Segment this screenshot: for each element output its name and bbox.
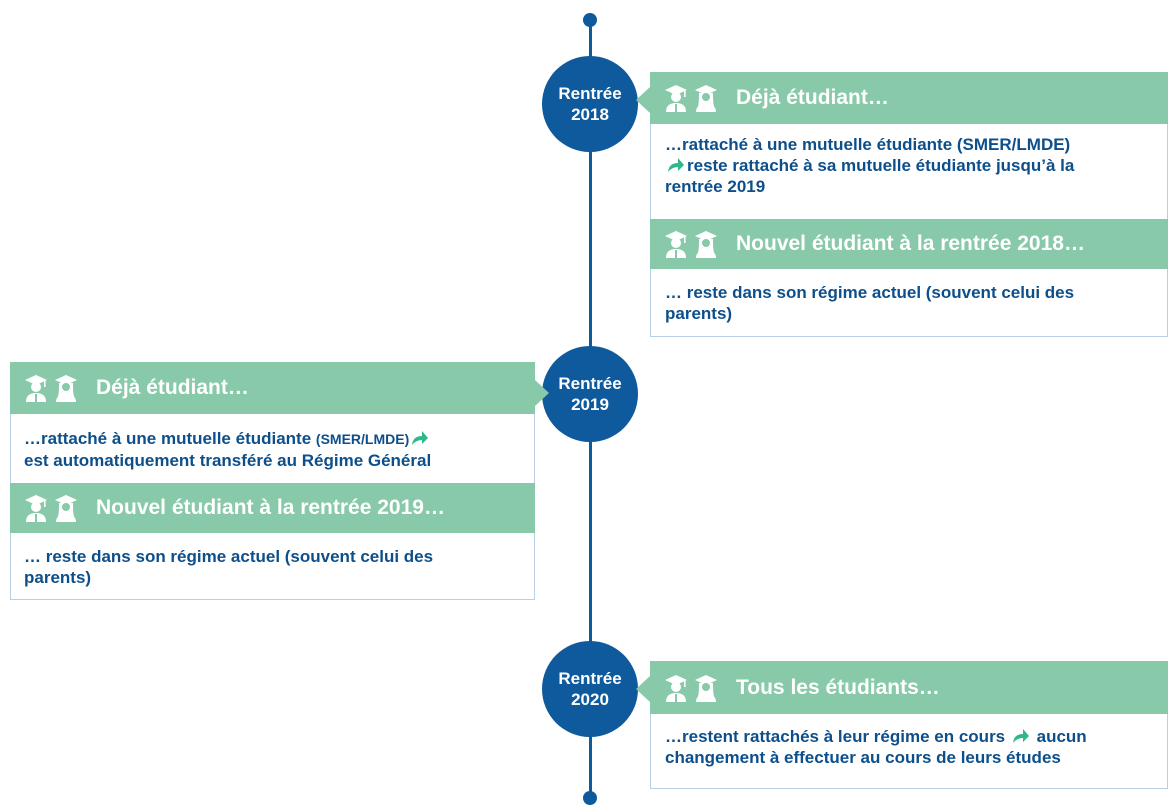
card-2018-pointer: [636, 87, 650, 113]
student-male-icon: [25, 495, 47, 522]
milestone-label-line2: 2018: [571, 105, 609, 124]
student-female-icon: [695, 674, 717, 702]
card-2019-header-2: Nouvel étudiant à la rentrée 2019…: [10, 483, 535, 533]
card-2018-header-1: Déjà étudiant…: [650, 72, 1168, 124]
text-line: rentrée 2019: [665, 177, 766, 196]
card-2019-header-1-label: Déjà étudiant…: [96, 376, 249, 399]
text-line: … reste dans son régime actuel (souvent …: [24, 547, 434, 566]
text-line: …rattaché à une mutuelle étudiante (SMER…: [665, 135, 1071, 154]
text-line: parents): [665, 304, 733, 323]
card-2019-text-1: …rattaché à une mutuelle étudiante (SMER…: [24, 428, 431, 471]
card-2019-header-2-label: Nouvel étudiant à la rentrée 2019…: [96, 496, 445, 519]
milestone-2020: Rentrée 2020: [542, 641, 638, 737]
milestone-label-line1: Rentrée: [558, 84, 622, 103]
arrow-right-icon: [1012, 729, 1029, 743]
card-2018-header-1-label: Déjà étudiant…: [736, 86, 889, 109]
small-text: (SMER/LMDE): [315, 431, 410, 447]
student-male-icon: [665, 85, 687, 112]
text-line: changement à effectuer au cours de leurs…: [665, 748, 1061, 767]
student-female-icon: [55, 375, 77, 402]
text-line: … reste dans son régime actuel (souvent …: [665, 283, 1075, 302]
milestone-label-line1: Rentrée: [558, 669, 622, 688]
milestone-label-line1: Rentrée: [558, 374, 622, 393]
text-line: est automatiquement transféré au Régime …: [24, 451, 432, 470]
student-male-icon: [25, 375, 47, 402]
timeline-start-dot: [583, 13, 597, 27]
card-2020-pointer: [636, 676, 650, 702]
arrow-right-icon: [412, 431, 429, 445]
card-2018-header-2-label: Nouvel étudiant à la rentrée 2018…: [736, 232, 1085, 255]
student-male-icon: [665, 674, 687, 702]
student-male-icon: [665, 231, 687, 258]
card-2020-text-1: …restent rattachés à leur régime en cour…: [665, 726, 1087, 768]
card-2019-pointer: [535, 380, 549, 406]
text-line: parents): [24, 568, 92, 587]
card-2019-header-1: Déjà étudiant…: [10, 362, 535, 414]
timeline-end-dot: [583, 791, 597, 805]
milestone-label-line2: 2020: [571, 690, 609, 709]
card-2018-text-1: …rattaché à une mutuelle étudiante (SMER…: [665, 134, 1074, 197]
card-2019-text-2: … reste dans son régime actuel (souvent …: [24, 546, 433, 588]
card-2018-text-2: … reste dans son régime actuel (souvent …: [665, 282, 1074, 324]
card-2018-header-2: Nouvel étudiant à la rentrée 2018…: [650, 219, 1168, 269]
text-line: …rattaché à une mutuelle étudiante (SMER…: [24, 428, 431, 450]
milestone-label-line2: 2019: [571, 395, 609, 414]
student-female-icon: [55, 495, 77, 522]
arrow-right-icon: [668, 158, 684, 172]
milestone-2019: Rentrée 2019: [542, 346, 638, 442]
text-line: …restent rattachés à leur régime en cour…: [665, 727, 1087, 746]
card-2020-header-1-label: Tous les étudiants…: [736, 675, 940, 699]
student-female-icon: [695, 231, 717, 258]
milestone-2018: Rentrée 2018: [542, 56, 638, 152]
card-2020-header-1: Tous les étudiants…: [650, 661, 1168, 714]
text-line: reste rattaché à sa mutuelle étudiante j…: [665, 155, 1074, 176]
student-female-icon: [695, 85, 717, 112]
